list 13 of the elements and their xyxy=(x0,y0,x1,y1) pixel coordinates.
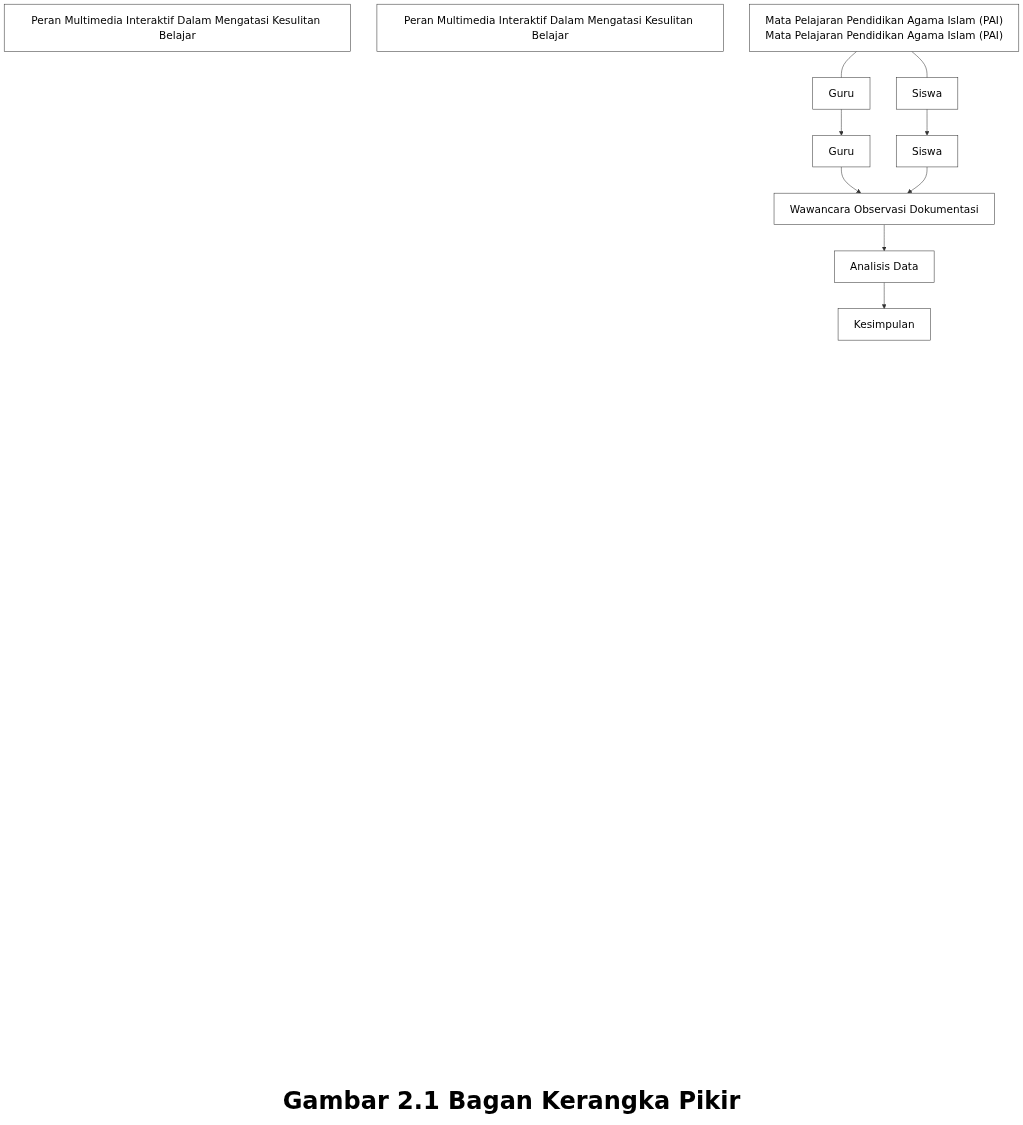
node-box: Peran Multimedia Interaktif Dalam Mengatasi Kesulitan Belajar xyxy=(3,3,351,52)
node-box: Siswa xyxy=(896,77,959,110)
node-box: Peran Multimedia Interaktif Dalam Mengatasi Kesulitan Belajar xyxy=(376,3,724,52)
node-box: Wawancara Observasi Dokumentasi xyxy=(773,192,995,225)
connector xyxy=(911,51,928,78)
node-box: Kesimpulan xyxy=(837,308,931,341)
node-box: Siswa xyxy=(896,135,959,168)
node-box: Guru xyxy=(812,135,871,168)
connector xyxy=(841,51,857,78)
node-box: Mata Pelajaran Pendidikan Agama Islam (PAI) Mata Pelajaran Pendidikan Agama Islam (PAI) xyxy=(749,3,1020,52)
node-box: Guru xyxy=(812,77,871,110)
node-box: Analisis Data xyxy=(834,250,935,283)
figure-caption: Gambar 2.1 Bagan Kerangka Pikir xyxy=(282,1087,741,1115)
